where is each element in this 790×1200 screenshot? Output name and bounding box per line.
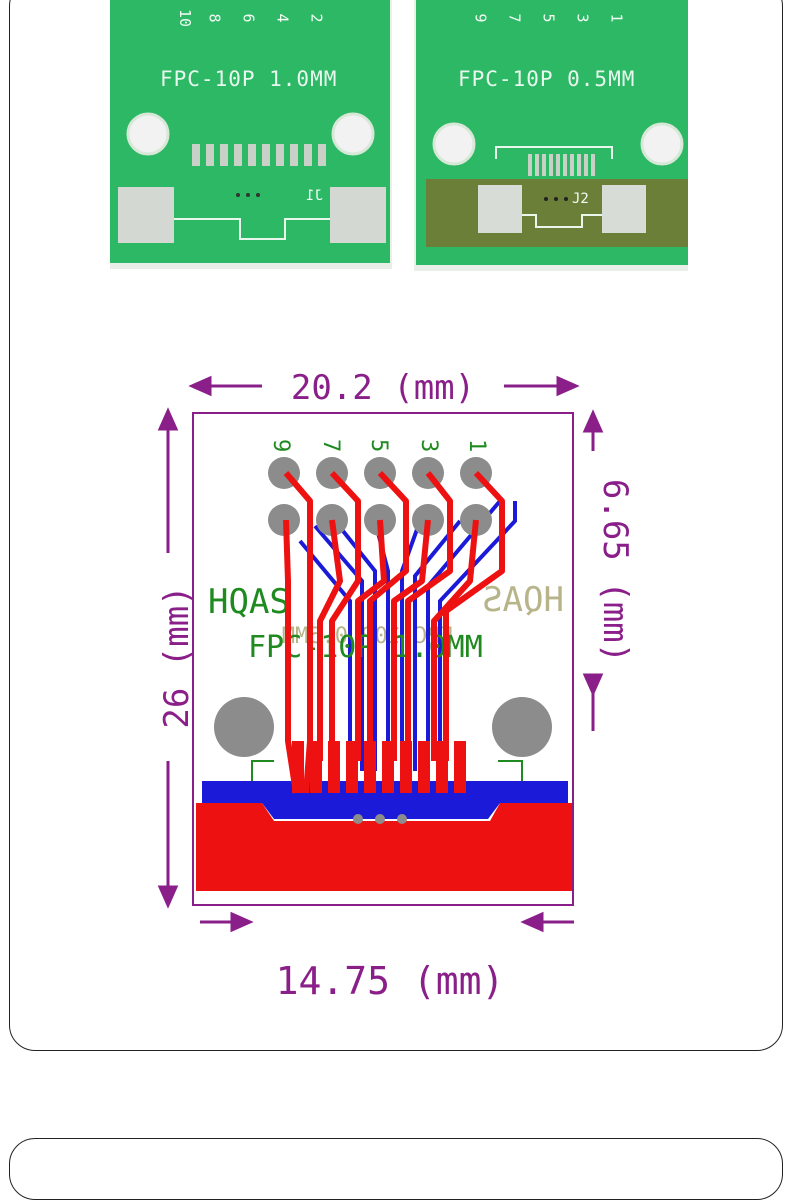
silk-mirror-brand: HQAS <box>482 580 564 620</box>
svg-text:3: 3 <box>416 439 441 452</box>
dim-top-label: 20.2 (mm) <box>291 368 475 408</box>
left-board-label: FPC-10P 1.0MM <box>160 67 338 91</box>
pcb-photo: 10 8 6 4 2 FPC-10P 1.0MM <box>10 0 782 301</box>
connector-fingers <box>292 741 466 793</box>
connector-silk <box>251 760 274 781</box>
mounting-hole-left <box>214 697 274 757</box>
silk-brand: HQAS <box>208 582 290 622</box>
left-dimension <box>157 407 179 909</box>
top-pin-labels: 9 7 5 3 1 <box>268 439 489 452</box>
vias <box>353 814 407 824</box>
dimension-diagram: 20.2 (mm) 26 (mm) 6.65 (mm) 14.75 (mm) <box>157 368 635 1003</box>
mounting-hole-right <box>492 697 552 757</box>
product-image-card: 10 8 6 4 2 FPC-10P 1.0MM <box>9 0 783 1051</box>
left-board-graphics <box>118 112 386 243</box>
top-copper-pour <box>196 803 572 891</box>
top-dimension <box>188 375 580 397</box>
right-dimension <box>582 409 604 731</box>
left-board: 10 8 6 4 2 FPC-10P 1.0MM <box>110 0 392 269</box>
right-board-designator: J2 <box>572 191 589 207</box>
svg-text:9: 9 <box>268 439 293 452</box>
bottom-dimension <box>200 911 574 933</box>
right-board: 9 7 5 3 1 FPC-10P 0.5MM <box>414 0 688 271</box>
dim-left-label: 26 (mm) <box>157 585 197 728</box>
svg-text:1: 1 <box>464 439 489 452</box>
right-board-graphics <box>426 122 688 247</box>
svg-text:7: 7 <box>318 439 343 452</box>
right-board-label: FPC-10P 0.5MM <box>458 67 636 91</box>
svg-text:5: 5 <box>366 439 391 452</box>
top-copper-traces <box>283 470 505 794</box>
dim-right-label: 6.65 (mm) <box>595 479 635 663</box>
connector-silk <box>498 760 523 781</box>
dim-bottom-label: 14.75 (mm) <box>276 959 505 1003</box>
next-card <box>9 1138 783 1200</box>
